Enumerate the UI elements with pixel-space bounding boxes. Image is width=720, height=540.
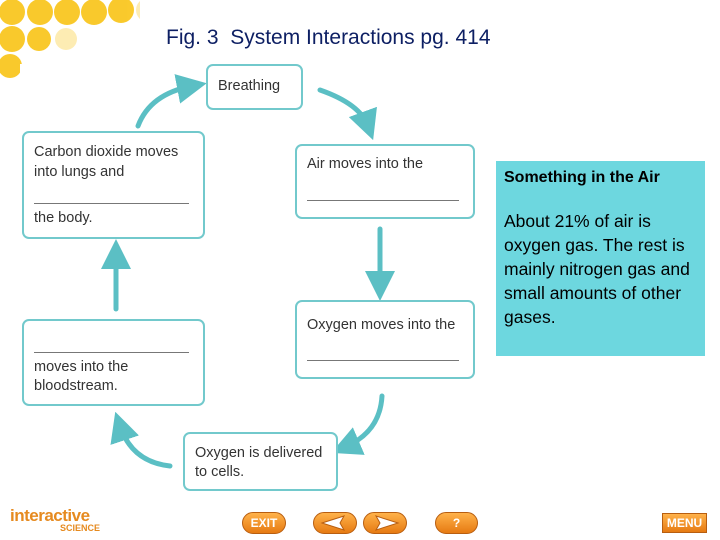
carbon-line2: into lungs and (34, 164, 125, 180)
diagram-panel: Breathing Air moves into the Oxygen move… (20, 64, 475, 494)
box-air-moves: Air moves into the (295, 144, 475, 219)
back-button[interactable] (313, 512, 357, 534)
forward-button[interactable] (363, 512, 407, 534)
blank-line (307, 360, 459, 361)
arrow-delivered-to-moves (110, 411, 173, 469)
left-arrow-icon (320, 515, 346, 531)
blank-line (34, 352, 189, 353)
help-button[interactable]: ? (435, 512, 478, 534)
info-box: Something in the Air About 21% of air is… (496, 161, 705, 356)
arrow-carbon-to-breathing (135, 74, 207, 129)
moves-into-line2: bloodstream. (34, 378, 118, 394)
carbon-line1: Carbon dioxide moves (34, 144, 179, 160)
blank-line (34, 203, 189, 204)
oxygen-delivered-line1: Oxygen is delivered (195, 445, 323, 461)
right-arrow-icon (374, 515, 400, 531)
exit-button[interactable]: EXIT (242, 512, 286, 534)
arrow-oxygen-to-delivered (331, 393, 385, 455)
page-title: Fig. 3 System Interactions pg. 414 (166, 26, 491, 49)
footer-bar (0, 505, 720, 540)
breathing-label: Breathing (218, 78, 281, 94)
menu-button[interactable]: MENU (662, 513, 707, 533)
box-oxygen-moves: Oxygen moves into the (295, 300, 475, 379)
cycle-arrows (101, 74, 395, 469)
arrow-breathing-to-air (317, 87, 377, 141)
info-heading: Something in the Air (504, 169, 660, 186)
interactive-science-logo: interactive (10, 506, 90, 525)
oxygen-delivered-line2: to cells. (195, 464, 245, 480)
carbon-line3: the body. (34, 210, 93, 226)
blank-line (307, 200, 459, 201)
box-carbon-dioxide: Carbon dioxide moves into lungs and the … (22, 131, 205, 239)
info-body: About 21% of air is oxygen gas. The rest… (504, 211, 690, 327)
box-breathing: Breathing (206, 64, 303, 110)
decorative-dots (0, 0, 140, 78)
box-oxygen-delivered: Oxygen is delivered to cells. (183, 432, 338, 491)
moves-into-line1: moves into the (34, 359, 129, 375)
air-moves-label: Air moves into the (307, 156, 424, 172)
oxygen-moves-label: Oxygen moves into the (307, 317, 456, 333)
box-moves-into: moves into the bloodstream. (22, 319, 205, 406)
logo-subtitle: SCIENCE (60, 523, 101, 533)
